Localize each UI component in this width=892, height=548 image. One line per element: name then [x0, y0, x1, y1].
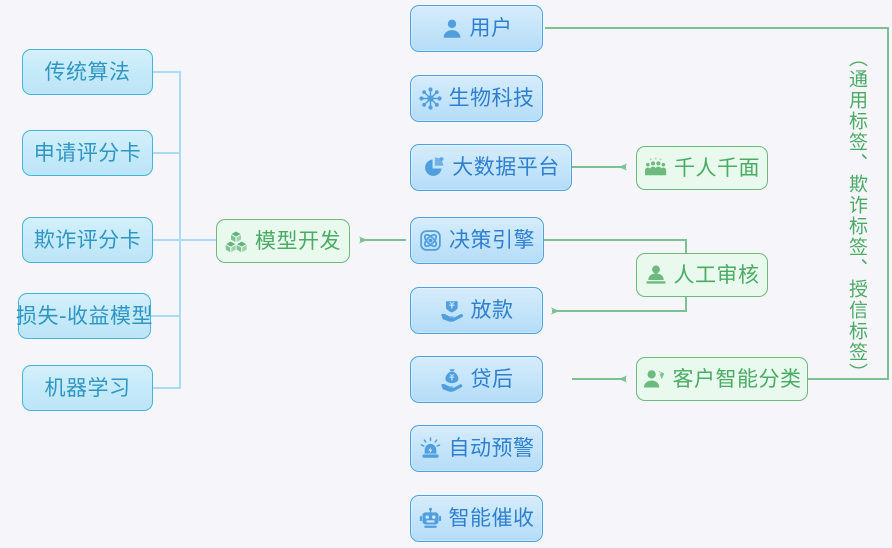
node-user[interactable]: 用户 [410, 5, 543, 52]
node-label: 智能催收 [448, 506, 535, 530]
node-label: 机器学习 [44, 375, 131, 400]
node-label: 模型开发 [255, 228, 341, 253]
node-label: 放款 [470, 298, 514, 322]
node-application-scorecard[interactable]: 申请评分卡 [22, 130, 153, 176]
hand-yen-icon [440, 299, 464, 323]
left-bracket-wires [150, 71, 216, 389]
node-bigdata-platform[interactable]: 大数据平台 [410, 144, 572, 191]
pie-hand-icon [422, 156, 445, 179]
node-label: 生物科技 [448, 86, 535, 110]
decision-review-loan-wire [544, 239, 687, 315]
node-biotechnology[interactable]: 生物科技 [410, 75, 543, 122]
node-smart-collection[interactable]: 智能催收 [410, 495, 543, 542]
node-customer-smart-classification[interactable]: 客户智能分类 [636, 357, 808, 401]
label-rail-wire [545, 27, 889, 380]
node-label: 自动预警 [448, 436, 535, 460]
node-personalized-segmentation[interactable]: 千人千面 [636, 146, 768, 190]
user-tag-icon [643, 368, 666, 391]
node-label: 损失-收益模型 [15, 303, 154, 328]
node-disbursement[interactable]: 放款 [410, 287, 543, 334]
node-loss-profit-model[interactable]: 损失-收益模型 [15, 293, 154, 339]
atom-icon [419, 229, 442, 252]
alarm-icon [419, 437, 442, 460]
crowd-icon [644, 157, 667, 180]
node-label: 大数据平台 [452, 155, 560, 179]
user-icon [441, 18, 463, 40]
node-label: 欺诈评分卡 [33, 227, 142, 252]
node-label: 决策引擎 [449, 228, 535, 252]
label-tag-categories: （通用标签、欺诈标签、授信标签） [845, 48, 868, 384]
node-label: 贷后 [470, 367, 514, 391]
node-model-development[interactable]: 模型开发 [216, 219, 350, 263]
node-decision-engine[interactable]: 决策引擎 [410, 217, 544, 264]
molecule-icon [418, 87, 442, 110]
node-post-loan[interactable]: 贷后 [410, 356, 543, 403]
node-machine-learning[interactable]: 机器学习 [22, 365, 153, 411]
node-traditional-algorithm[interactable]: 传统算法 [22, 49, 153, 95]
node-label: 人工审核 [673, 262, 760, 287]
cubes-icon [225, 230, 248, 253]
node-manual-review[interactable]: 人工审核 [636, 253, 768, 297]
node-label: 千人千面 [674, 155, 760, 180]
node-fraud-scorecard[interactable]: 欺诈评分卡 [22, 217, 153, 263]
node-label: 用户 [469, 16, 513, 40]
node-auto-alert[interactable]: 自动预警 [410, 425, 543, 472]
node-label: 客户智能分类 [672, 366, 802, 391]
robot-icon [419, 507, 442, 530]
node-label: 申请评分卡 [33, 140, 142, 165]
node-label: 传统算法 [44, 59, 131, 84]
money-bag-hand-icon [440, 368, 464, 392]
stamp-person-icon [645, 264, 667, 286]
